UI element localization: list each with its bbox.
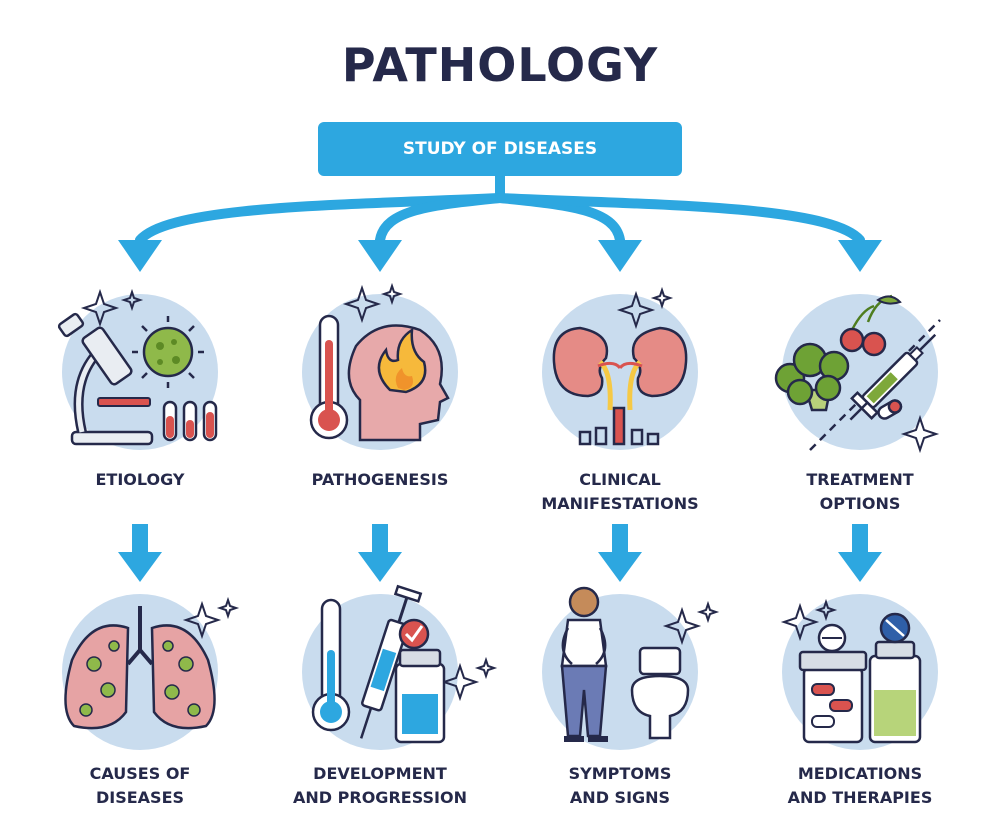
connector-to-treatment: [495, 193, 865, 245]
label-line: DEVELOPMENT: [313, 764, 447, 783]
label-line: OPTIONS: [819, 494, 901, 513]
arrowhead-pathogenesis: [358, 240, 402, 272]
arrow-etiology-down: [118, 524, 162, 582]
sparkle-icon: [900, 414, 940, 454]
sparkle-icon: [780, 598, 838, 642]
patient-toilet-icon: [542, 586, 720, 750]
down-arrows: [118, 524, 882, 582]
arrowhead-clinical: [598, 240, 642, 272]
microscope-virus-icon: [57, 288, 218, 450]
syringe-vial-icon: [302, 584, 498, 750]
label-line: MANIFESTATIONS: [541, 494, 699, 513]
label-development-and-progression: DEVELOPMENT AND PROGRESSION: [265, 762, 495, 810]
lungs-icon: [62, 594, 240, 750]
label-clinical-manifestations: CLINICAL MANIFESTATIONS: [505, 468, 735, 516]
label-line: TREATMENT: [806, 470, 914, 489]
label-line: ETIOLOGY: [95, 470, 185, 489]
sparkle-icon: [342, 282, 404, 324]
label-line: SYMPTOMS: [568, 764, 672, 783]
sparkle-icon: [182, 596, 240, 640]
sparkle-icon: [662, 600, 720, 646]
page-title: PATHOLOGY: [341, 38, 659, 92]
sparkle-icon: [440, 656, 498, 702]
kidneys-chart-icon: [542, 286, 698, 450]
branch-arrowheads: [118, 240, 882, 272]
label-line: CLINICAL: [579, 470, 661, 489]
label-symptoms-and-signs: SYMPTOMS AND SIGNS: [505, 762, 735, 810]
food-medicine-icon: [774, 294, 941, 454]
label-line: DISEASES: [95, 788, 185, 807]
label-etiology: ETIOLOGY: [25, 468, 255, 492]
arrow-treatment-down: [838, 524, 882, 582]
label-pathogenesis: PATHOGENESIS: [265, 468, 495, 492]
label-causes-of-diseases: CAUSES OF DISEASES: [25, 762, 255, 810]
label-line: CAUSES OF: [89, 764, 191, 783]
label-line: AND SIGNS: [569, 788, 671, 807]
branch-connectors: [135, 171, 865, 245]
label-treatment-options: TREATMENT OPTIONS: [745, 468, 975, 516]
sparkle-icon: [80, 288, 144, 328]
root-node-label: STUDY OF DISEASES: [402, 139, 598, 159]
arrow-pathogenesis-down: [358, 524, 402, 582]
label-line: AND PROGRESSION: [293, 788, 467, 807]
fever-head-icon: [302, 282, 458, 450]
arrowhead-treatment: [838, 240, 882, 272]
arrowhead-etiology: [118, 240, 162, 272]
connector-to-pathogenesis: [375, 193, 505, 245]
root-node: STUDY OF DISEASES: [318, 122, 682, 176]
label-medications-and-therapies: MEDICATIONS AND THERAPIES: [745, 762, 975, 810]
sparkle-icon: [616, 286, 674, 330]
label-line: PATHOGENESIS: [311, 470, 449, 489]
label-line: MEDICATIONS: [797, 764, 923, 783]
pill-bottles-icon: [780, 594, 938, 750]
arrow-clinical-down: [598, 524, 642, 582]
label-line: AND THERAPIES: [787, 788, 933, 807]
